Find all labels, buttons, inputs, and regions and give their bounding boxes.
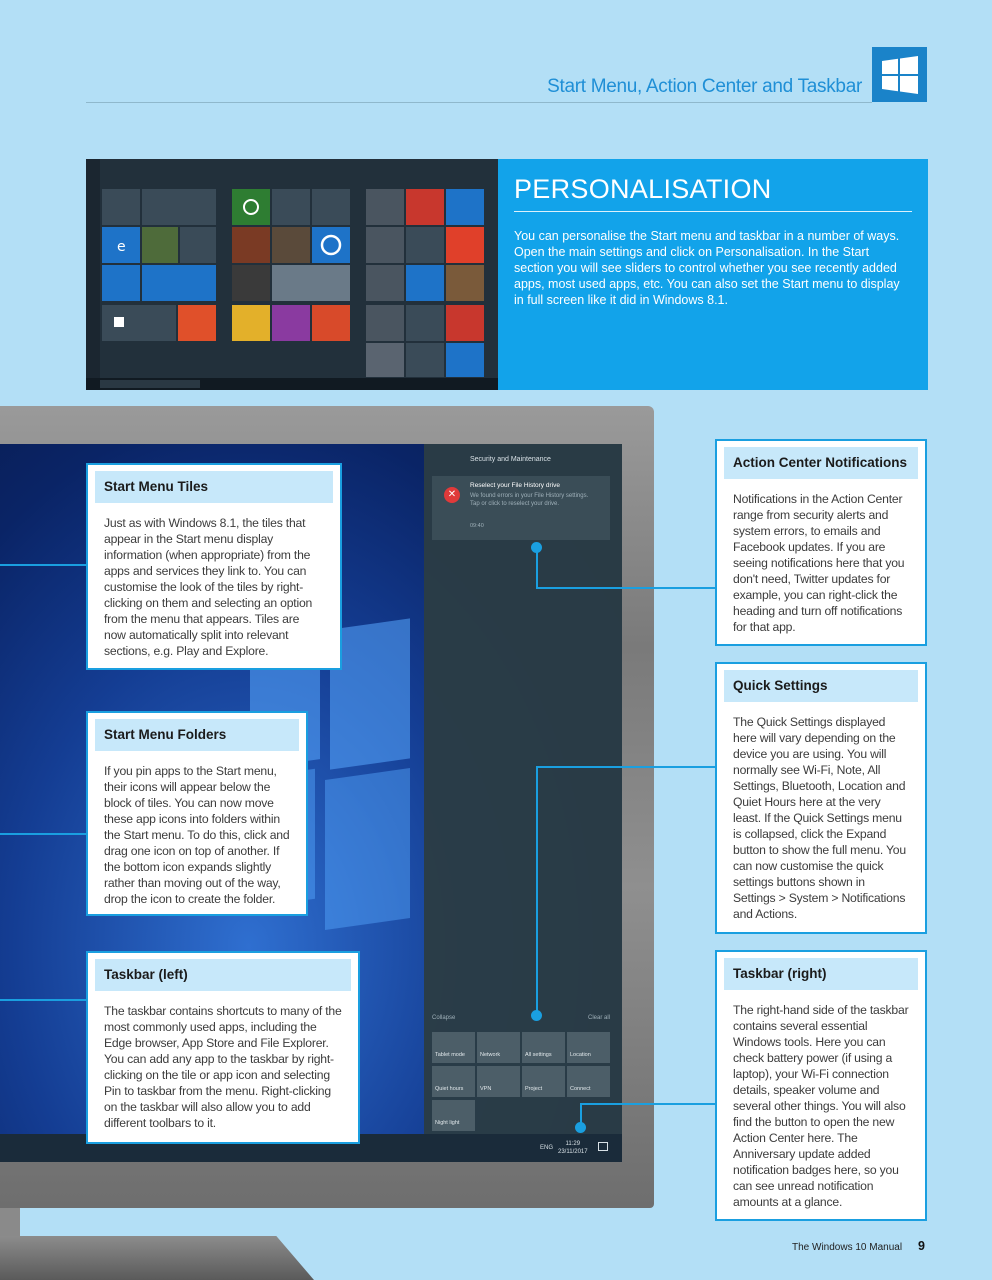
callout-body: The taskbar contains shortcuts to many o… [104, 1004, 342, 1130]
quick-setting-tile[interactable]: Night light [432, 1100, 475, 1131]
collapse-link[interactable]: Collapse [432, 1015, 456, 1021]
quick-setting-tile[interactable]: VPN [477, 1066, 520, 1097]
callout-heading: Taskbar (left) [95, 959, 351, 991]
callout-body: The Quick Settings displayed here will v… [733, 715, 906, 921]
callout-body: Just as with Windows 8.1, the tiles that… [104, 516, 313, 658]
leader-line [536, 587, 716, 589]
notification-title: Reselect your File History drive [470, 482, 560, 489]
quick-setting-tile[interactable]: Network [477, 1032, 520, 1063]
notification-card[interactable] [432, 476, 610, 540]
personalisation-rule [514, 211, 912, 212]
callout-quick-settings: Quick Settings The Quick Settings displa… [715, 662, 927, 934]
leader-line [0, 833, 89, 835]
leader-line [536, 766, 716, 768]
quick-setting-tile[interactable]: Location [567, 1032, 610, 1063]
page-number: 9 [918, 1239, 925, 1253]
svg-text:e: e [117, 239, 126, 255]
leader-line [536, 548, 538, 588]
callout-start-menu-folders: Start Menu Folders If you pin apps to th… [86, 711, 308, 916]
leader-line [0, 999, 86, 1001]
monitor-stand [0, 1208, 20, 1238]
windows-logo-icon [872, 47, 927, 102]
leader-dot [531, 1010, 542, 1021]
quick-setting-tile[interactable]: Connect [567, 1066, 610, 1097]
callout-heading: Quick Settings [724, 670, 918, 702]
page-header-title: Start Menu, Action Center and Taskbar [547, 76, 862, 97]
personalisation-panel: PERSONALISATION You can personalise the … [498, 159, 928, 390]
leader-dot [575, 1122, 586, 1133]
personalisation-title: PERSONALISATION [514, 174, 772, 204]
callout-taskbar-left: Taskbar (left) The taskbar contains shor… [86, 951, 360, 1144]
notification-body: We found errors in your File History set… [470, 493, 589, 507]
clock-time: 11:29 [565, 1141, 581, 1147]
callout-body: The right-hand side of the taskbar conta… [733, 1003, 909, 1209]
header-rule [86, 102, 872, 103]
callout-heading: Start Menu Folders [95, 719, 299, 751]
leader-line [0, 564, 86, 566]
language-indicator[interactable]: ENG [540, 1145, 554, 1151]
taskbar-clock[interactable]: 11:29 23/11/2017 [558, 1140, 588, 1156]
callout-heading: Start Menu Tiles [95, 471, 333, 503]
callout-heading: Taskbar (right) [724, 958, 918, 990]
error-icon: ✕ [444, 487, 460, 503]
callout-start-menu-tiles: Start Menu Tiles Just as with Windows 8.… [86, 463, 342, 670]
callout-body: Notifications in the Action Center range… [733, 492, 905, 634]
leader-line [580, 1103, 716, 1105]
callout-heading: Action Center Notifications [724, 447, 918, 479]
callout-taskbar-right: Taskbar (right) The right-hand side of t… [715, 950, 927, 1221]
notification-time: 09:40 [470, 523, 484, 529]
quick-setting-tile[interactable]: All settings [522, 1032, 565, 1063]
personalisation-body: You can personalise the Start menu and t… [514, 229, 900, 307]
footer-publication: The Windows 10 Manual [792, 1242, 903, 1253]
start-menu-screenshot: e [86, 159, 498, 390]
callout-action-center-notifications: Action Center Notifications Notification… [715, 439, 927, 646]
action-center-panel [424, 444, 622, 1134]
quick-setting-tile[interactable]: Project [522, 1066, 565, 1097]
action-center-header[interactable]: Security and Maintenance [470, 456, 551, 463]
leader-dot [531, 542, 542, 553]
clock-date: 23/11/2017 [558, 1149, 588, 1155]
clear-all-link[interactable]: Clear all [588, 1015, 611, 1021]
action-center-icon[interactable] [598, 1142, 608, 1151]
leader-line [580, 1103, 582, 1125]
leader-line [536, 766, 538, 1012]
quick-setting-tile[interactable]: Quiet hours [432, 1066, 475, 1097]
callout-body: If you pin apps to the Start menu, their… [104, 764, 290, 906]
monitor-stand-base [0, 1236, 314, 1280]
quick-setting-tile[interactable]: Tablet mode [432, 1032, 475, 1063]
